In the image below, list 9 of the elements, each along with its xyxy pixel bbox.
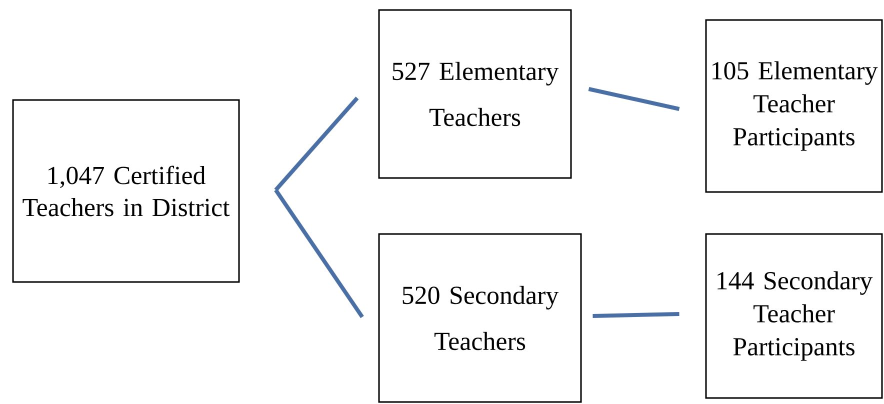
connector-line [588,87,680,111]
connector-line [592,312,680,318]
connector-line [274,96,359,192]
connector-line [274,188,364,318]
text-box: 1,047 Certified Teachers in District [12,99,240,283]
text-box: 527 Elementary Teachers [378,9,572,179]
text-box: 520 Secondary Teachers [378,233,582,403]
text-box: 144 Secondary Teacher Participants [705,233,883,399]
text-box: 105 Elementary Teacher Participants [705,19,883,193]
